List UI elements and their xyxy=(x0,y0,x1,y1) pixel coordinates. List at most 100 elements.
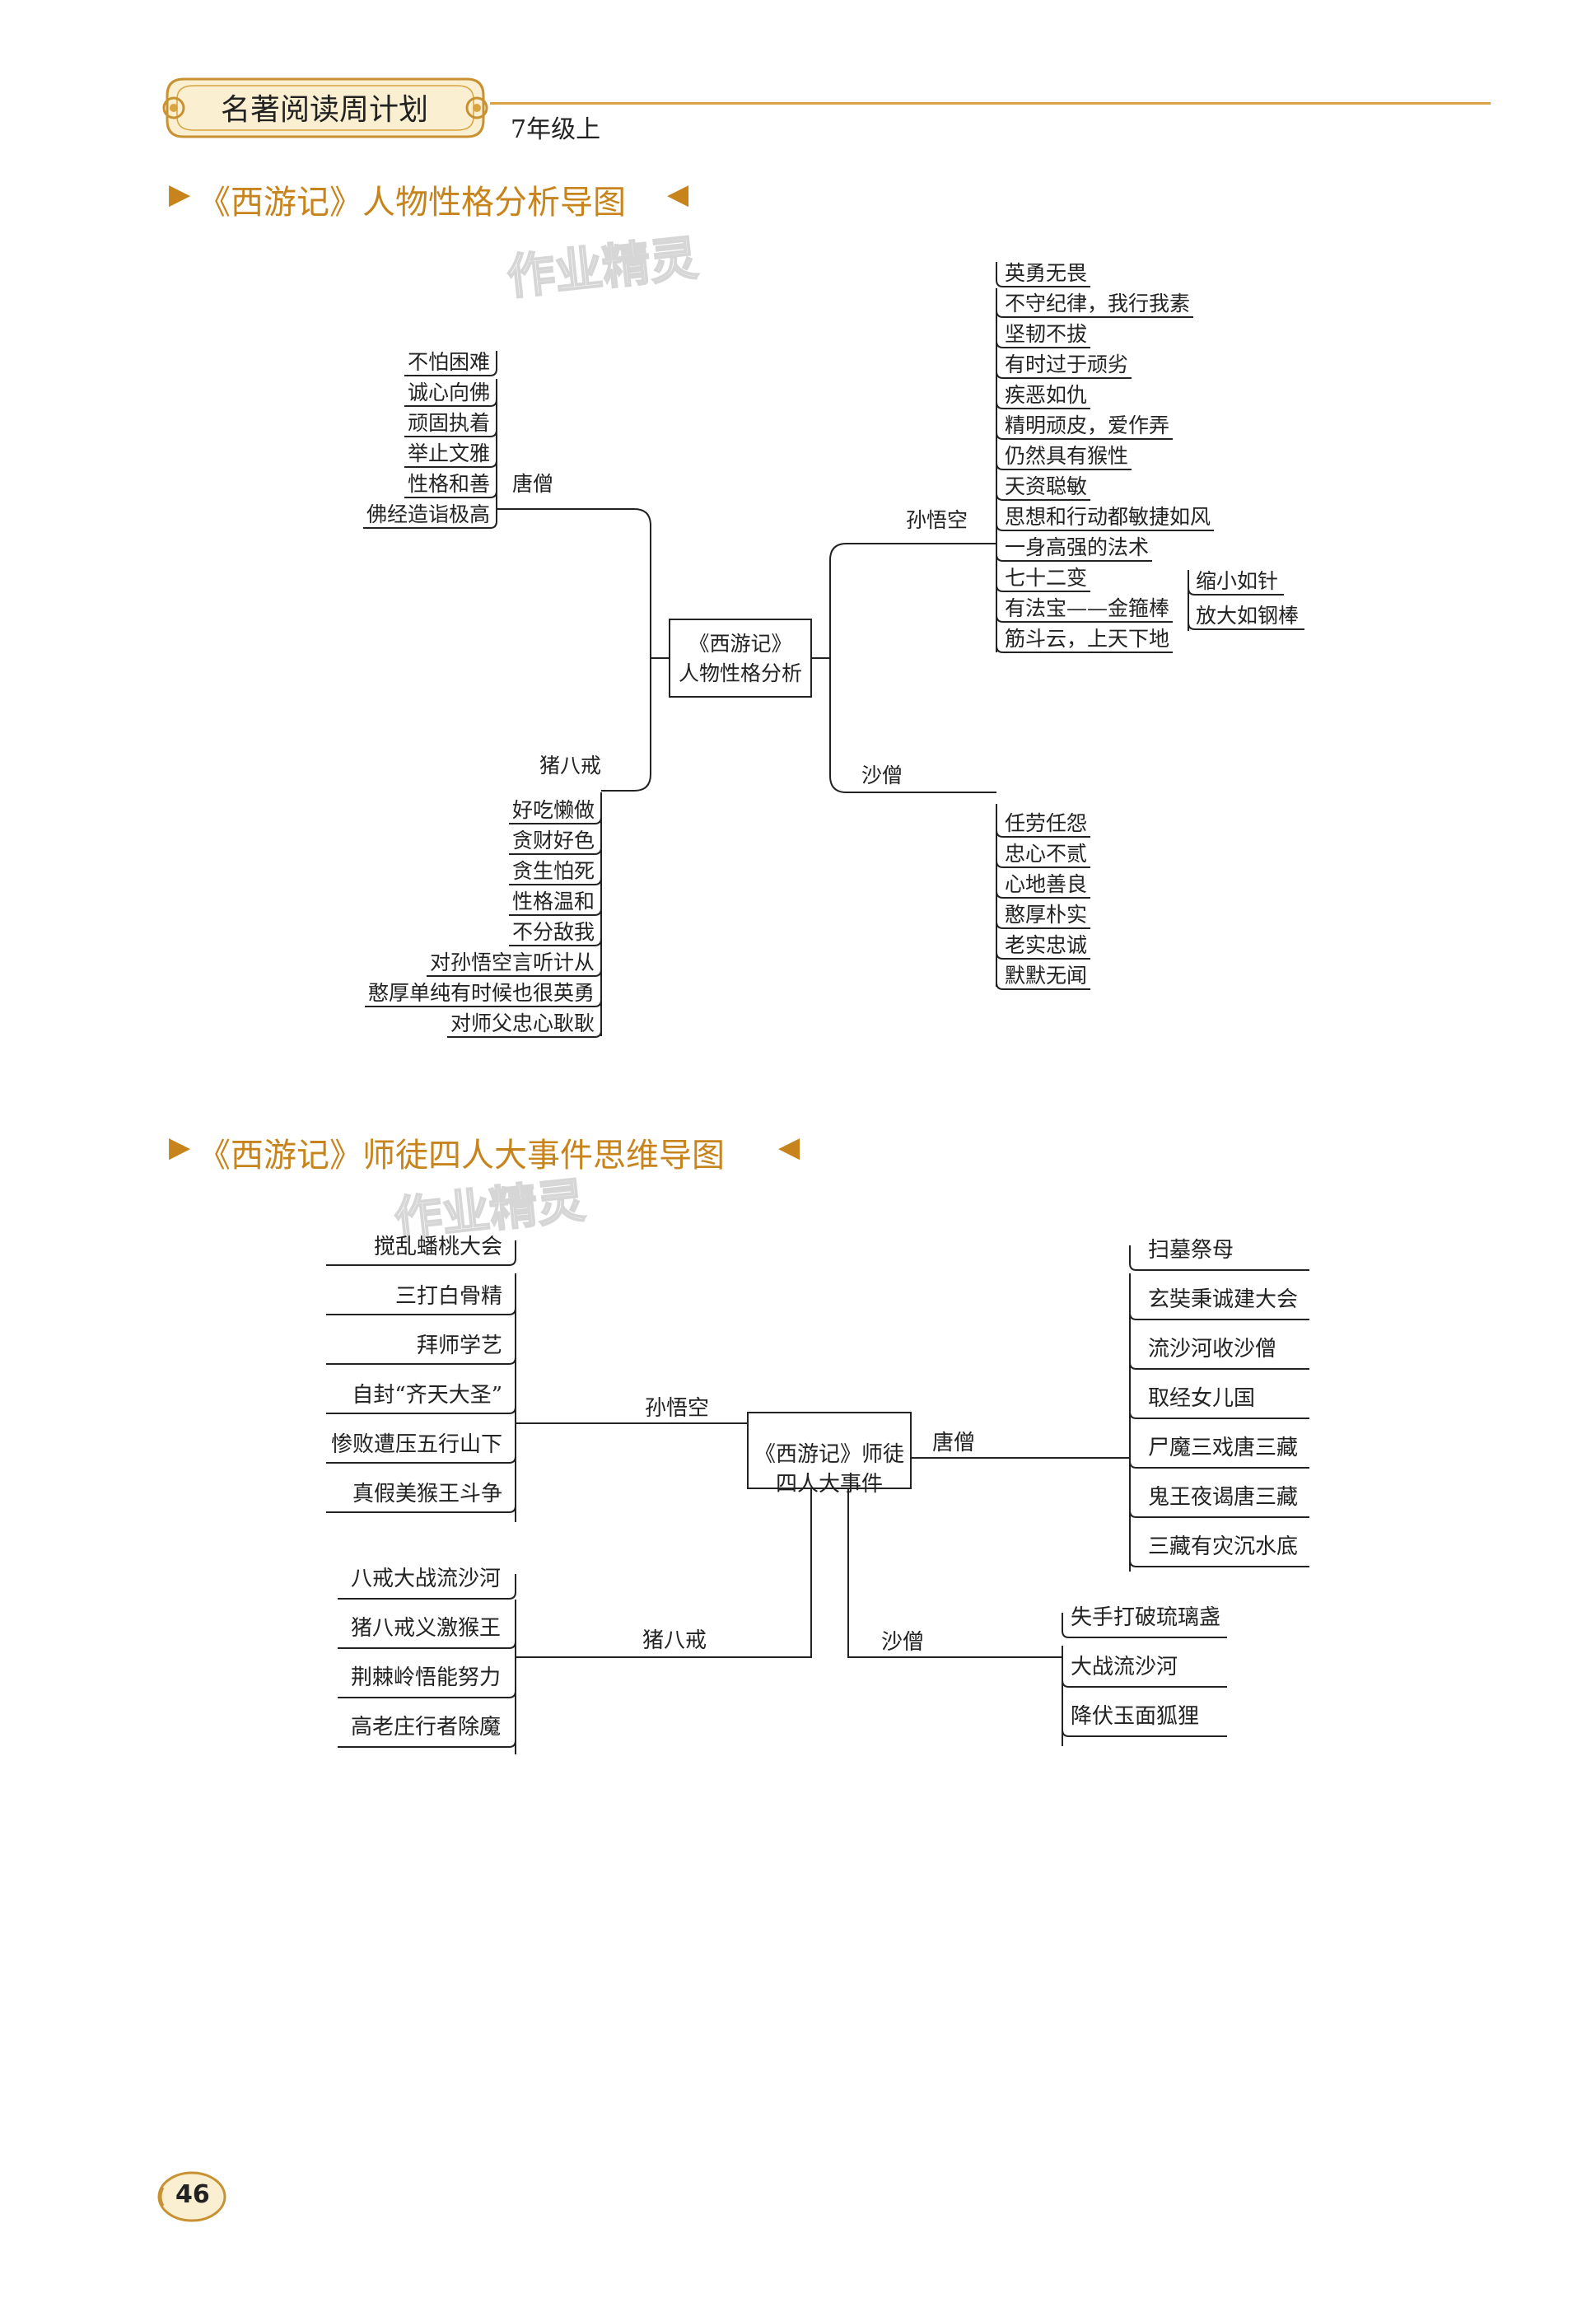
event-item-wukong: 自封“齐天大圣” xyxy=(352,1383,502,1408)
trait-underline xyxy=(996,292,1193,318)
section1-title: 《西游记》人物性格分析导图 xyxy=(198,184,626,222)
branch-label-wukong: 孙悟空 xyxy=(645,1396,709,1421)
header-title: 名著阅读周计划 xyxy=(221,93,429,127)
trait-item-wukong: 坚韧不拔 xyxy=(1005,322,1087,346)
trait-item-tangseng: 举止文雅 xyxy=(408,441,490,465)
event-underline xyxy=(1129,1443,1309,1469)
center-node-line2: 人物性格分析 xyxy=(679,661,802,685)
trait-underline xyxy=(996,597,1173,623)
event-item-wukong: 搅乱蟠桃大会 xyxy=(374,1235,502,1259)
event-item-bajie: 高老庄行者除魔 xyxy=(351,1715,501,1740)
trait-underline xyxy=(404,473,497,498)
trait-underline xyxy=(365,982,602,1007)
event-underline xyxy=(338,1673,516,1698)
event-item-tangseng: 扫墓祭母 xyxy=(1148,1238,1234,1263)
trait-underline xyxy=(996,414,1173,440)
event-item-tangseng: 鬼王夜谒唐三藏 xyxy=(1148,1485,1298,1510)
trait-item-wukong: 思想和行动都敏捷如风 xyxy=(1005,505,1211,529)
trait-underline xyxy=(996,843,1090,868)
trait-underline xyxy=(996,323,1090,348)
trait-item-tangseng: 佛经造诣极高 xyxy=(366,502,490,526)
trait-underline xyxy=(427,951,602,977)
trait-underline xyxy=(509,829,602,855)
trait-item-shaseng: 任劳任怨 xyxy=(1005,811,1087,835)
trait-item-shaseng: 默默无闻 xyxy=(1005,964,1087,988)
character-analysis-mindmap: 《西游记》人物性格分析唐僧孙悟空猪八戒沙僧不怕困难诚心向佛顽固执着举止文雅性格和… xyxy=(363,261,1304,1038)
trait-item-bajie: 对孙悟空言听计从 xyxy=(430,950,595,974)
event-item-wukong: 拜师学艺 xyxy=(417,1333,502,1358)
trait-item-wukong: 疾恶如仇 xyxy=(1005,383,1087,407)
trait-underline xyxy=(996,384,1090,409)
trait-underline xyxy=(996,475,1090,501)
trait-item-wukong: 精明顽皮，爱作弄 xyxy=(1005,413,1169,437)
trait-item-bajie: 憨厚单纯有时候也很英勇 xyxy=(368,981,595,1005)
event-item-shaseng: 大战流沙河 xyxy=(1071,1655,1178,1679)
trait-item-wukong: 天资聪敏 xyxy=(1005,474,1087,498)
trait-underline xyxy=(996,353,1132,379)
trait-item-bajie: 性格温和 xyxy=(512,890,595,913)
event-underline xyxy=(326,1240,516,1266)
trait-underline xyxy=(404,381,497,407)
event-item-tangseng: 取经女儿国 xyxy=(1148,1386,1255,1411)
page-number: 46 xyxy=(175,2180,210,2209)
title-arrow-right-icon: ▶ xyxy=(169,1131,191,1164)
branch-label-shaseng: 沙僧 xyxy=(881,1630,924,1655)
trait-item-wukong: 有法宝——金箍棒 xyxy=(1005,596,1169,620)
branch-label-bajie: 猪八戒 xyxy=(642,1628,707,1653)
center-node-line2: 四人大事件 xyxy=(776,1472,883,1497)
branch-label-wukong: 孙悟空 xyxy=(906,508,968,532)
event-underline xyxy=(326,1389,516,1414)
trait-item-shaseng: 心地善良 xyxy=(1005,872,1087,896)
event-underline xyxy=(326,1488,516,1513)
page-number-badge xyxy=(157,2171,226,2222)
trait-underline xyxy=(996,904,1090,929)
trait-underline xyxy=(996,628,1173,653)
event-item-bajie: 八戒大战流沙河 xyxy=(351,1567,501,1591)
center-node-line1: 《西游记》 xyxy=(688,632,791,656)
trait-underline xyxy=(404,351,497,376)
event-underline xyxy=(338,1623,516,1649)
trait-item-wukong: 一身高强的法术 xyxy=(1005,535,1149,559)
trait-item-wukong: 七十二变 xyxy=(1005,566,1087,590)
trait-subitem-wukong: 放大如钢棒 xyxy=(1196,604,1299,628)
event-underline xyxy=(1129,1295,1309,1320)
event-item-tangseng: 流沙河收沙僧 xyxy=(1148,1337,1276,1362)
event-underline xyxy=(326,1339,516,1365)
trait-item-bajie: 贪生怕死 xyxy=(512,859,595,883)
event-underline xyxy=(338,1574,516,1600)
event-underline xyxy=(326,1438,516,1464)
trait-item-tangseng: 性格和善 xyxy=(408,472,490,496)
trait-underline xyxy=(996,567,1090,592)
trait-item-shaseng: 老实忠诚 xyxy=(1005,933,1087,957)
center-node-line1: 《西游记》师徒 xyxy=(754,1442,904,1467)
event-underline xyxy=(1062,1662,1227,1688)
event-underline xyxy=(1129,1245,1309,1271)
event-item-tangseng: 三藏有灾沉水底 xyxy=(1148,1534,1298,1559)
trait-underline xyxy=(404,442,497,468)
event-item-tangseng: 玄奘秉诚建大会 xyxy=(1148,1287,1298,1312)
trait-item-wukong: 筋斗云，上天下地 xyxy=(1005,627,1169,651)
trait-underline xyxy=(404,412,497,437)
event-item-wukong: 惨败遭压五行山下 xyxy=(331,1432,502,1457)
trait-item-bajie: 好吃懒做 xyxy=(512,798,595,822)
branch-label-tangseng: 唐僧 xyxy=(512,472,553,496)
event-item-tangseng: 尸魔三戏唐三藏 xyxy=(1148,1436,1298,1460)
event-underline xyxy=(1129,1542,1309,1567)
header-rule xyxy=(490,102,1491,105)
trait-subitem-wukong: 缩小如针 xyxy=(1196,569,1278,593)
event-underline xyxy=(1129,1492,1309,1518)
trait-item-shaseng: 憨厚朴实 xyxy=(1005,903,1087,927)
trait-item-tangseng: 不怕困难 xyxy=(408,350,490,374)
trait-item-bajie: 不分敌我 xyxy=(512,920,595,944)
trait-item-bajie: 对师父忠心耿耿 xyxy=(450,1011,595,1035)
branch-label-bajie: 猪八戒 xyxy=(539,754,601,778)
grade-label: 7年级上 xyxy=(511,115,601,144)
event-underline xyxy=(1062,1613,1227,1638)
event-item-shaseng: 失手打破琉璃盏 xyxy=(1071,1605,1220,1630)
trait-underline xyxy=(996,965,1090,990)
event-item-wukong: 真假美猴王斗争 xyxy=(352,1482,502,1506)
trait-underline xyxy=(509,799,602,824)
trait-item-bajie: 贪财好色 xyxy=(512,829,595,852)
header-plaque xyxy=(162,77,488,138)
event-item-bajie: 荆棘岭悟能努力 xyxy=(351,1665,501,1690)
